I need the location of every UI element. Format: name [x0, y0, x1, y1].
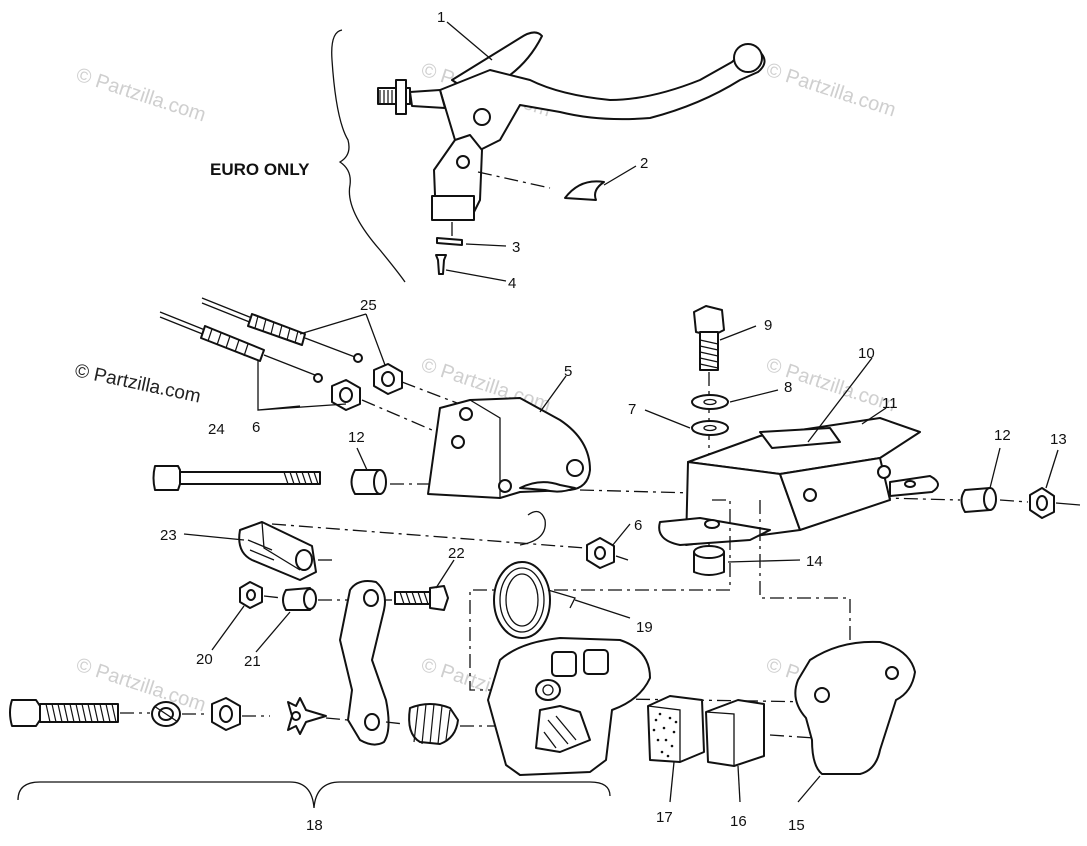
axis-6b — [615, 555, 629, 561]
axis-18e — [385, 721, 405, 725]
watermark: © Partzilla.com — [73, 64, 208, 127]
torsion-spring — [493, 510, 576, 639]
spacer-21 — [282, 587, 317, 611]
callout-12-right: 12 — [994, 427, 1011, 444]
main-axis-3 — [1055, 502, 1081, 506]
callout-20: 20 — [196, 651, 213, 668]
washer-8-hole — [703, 398, 717, 406]
watermarks: © Partzilla.com © Partzilla.com © Partzi… — [73, 59, 898, 717]
knob-18 — [151, 701, 181, 727]
worm-gear — [408, 703, 459, 745]
route-d — [769, 734, 816, 739]
long-bolt — [152, 465, 321, 491]
cable-nuts — [331, 363, 403, 411]
nut-6 — [586, 537, 615, 569]
cable-clamp — [238, 521, 317, 581]
main-axis-2 — [999, 499, 1029, 503]
callout-19: 19 — [636, 619, 653, 636]
axis-6 — [271, 523, 586, 549]
brake-lever-assembly — [377, 31, 766, 221]
brake-pad-16 — [705, 699, 765, 767]
leader-2-dash — [477, 171, 551, 189]
bolt-22 — [394, 585, 449, 611]
callout-21: 21 — [244, 653, 261, 670]
callouts: 1 2 3 4 5 6 6 7 8 9 10 11 12 12 13 14 15… — [160, 9, 1067, 834]
callout-5: 5 — [564, 363, 572, 380]
nut-13 — [1029, 487, 1055, 519]
euro-brace — [331, 29, 406, 283]
washer-7 — [691, 420, 729, 436]
callout-18: 18 — [306, 817, 323, 834]
washer-7-hole — [703, 424, 717, 432]
callout-8: 8 — [784, 379, 792, 396]
euro-only-label: EURO ONLY — [210, 160, 310, 179]
route-a — [469, 499, 731, 691]
axis-20 — [263, 595, 283, 599]
callout-11: 11 — [882, 395, 898, 412]
caliper-body — [487, 637, 651, 776]
watermark: © Partzilla.com — [763, 59, 898, 122]
callout-7: 7 — [628, 401, 636, 418]
axis-18d — [325, 717, 349, 721]
callout-22: 22 — [448, 545, 465, 562]
callout-24: 24 — [208, 421, 225, 438]
mounting-plate — [658, 417, 939, 546]
star-washer — [287, 697, 327, 735]
callout-4: 4 — [508, 275, 516, 292]
leader-lines — [17, 21, 1059, 809]
brake-pad-17 — [647, 695, 705, 763]
callout-15: 15 — [788, 817, 805, 834]
route-c — [554, 697, 821, 703]
callout-13: 13 — [1050, 431, 1067, 448]
lever-pad — [564, 180, 605, 201]
callout-6-right: 6 — [634, 517, 642, 534]
callout-6-left: 6 — [252, 419, 260, 436]
washer-8 — [691, 394, 729, 410]
bolt-9 — [693, 305, 725, 371]
lever-arm — [339, 580, 390, 746]
callout-14: 14 — [806, 553, 823, 570]
throttle-cables — [159, 297, 363, 383]
callout-25: 25 — [360, 297, 377, 314]
bushing-14 — [693, 545, 725, 576]
watermark-dark: © Partzilla.com — [73, 360, 203, 407]
pin — [436, 237, 463, 246]
callout-12-left: 12 — [348, 429, 365, 446]
adjuster-bolt — [9, 699, 119, 727]
throttle-bracket — [427, 397, 591, 499]
callout-23: 23 — [160, 527, 177, 544]
callout-16: 16 — [730, 813, 747, 830]
callout-3: 3 — [512, 239, 520, 256]
nut-20 — [239, 581, 263, 609]
callout-17: 17 — [656, 809, 673, 826]
spacer-left — [350, 469, 387, 495]
screw-small — [435, 254, 447, 275]
spacer-right — [960, 487, 997, 513]
callout-10: 10 — [858, 345, 875, 362]
nut-18 — [211, 697, 241, 731]
callout-2: 2 — [640, 155, 648, 172]
callout-9: 9 — [764, 317, 772, 334]
caliper-plate — [794, 640, 916, 775]
callout-1: 1 — [437, 9, 445, 26]
